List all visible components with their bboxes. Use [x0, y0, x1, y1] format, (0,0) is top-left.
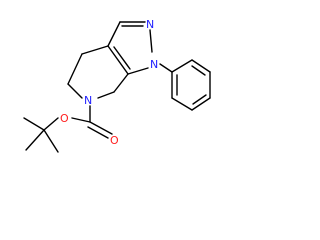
molecule-svg: N N N O O [23, 18, 211, 153]
bond-c3a-c7a [107, 45, 129, 75]
bond-ccarbonyl-ocarbonyl [89, 121, 113, 135]
bond-n1-ph [159, 63, 173, 73]
bond-ph-6 [171, 59, 193, 73]
bond-ph-2 [171, 97, 193, 111]
bond-c4-c5 [67, 53, 83, 85]
bond-oester-cquat [43, 117, 59, 131]
bond-c3a-c4 [81, 45, 109, 55]
bond-c5-n6 [67, 83, 83, 99]
bond-n6-c7 [97, 91, 115, 99]
atom-n2-label: N [146, 18, 154, 31]
atom-n6-label: N [84, 94, 92, 107]
bond-cquat-me3 [43, 129, 59, 153]
bond-ccarbonyl-oester [71, 117, 91, 123]
atom-n1-label: N [150, 58, 158, 71]
bond-ccarbonyl-ocarbonyl-double [87, 126, 109, 139]
bond-c3a-c7a-double [113, 46, 131, 70]
bond-ph-5-double [191, 65, 206, 76]
bond-ph-3-double [192, 94, 207, 105]
atom-oester-label: O [60, 112, 69, 125]
bond-c3-c3a [107, 21, 121, 47]
structure-diagram: N N N O O [23, 18, 211, 153]
bond-cquat-me1 [23, 117, 45, 131]
bond-n1-c7a [127, 67, 149, 75]
bond-c7-c7a [113, 73, 129, 93]
bond-ph-5 [191, 59, 211, 73]
bond-n2-n1 [149, 29, 153, 53]
bond-ph-3 [191, 97, 211, 111]
atom-ocarbonyl-label: O [110, 134, 119, 147]
bond-cquat-me2 [25, 129, 45, 151]
